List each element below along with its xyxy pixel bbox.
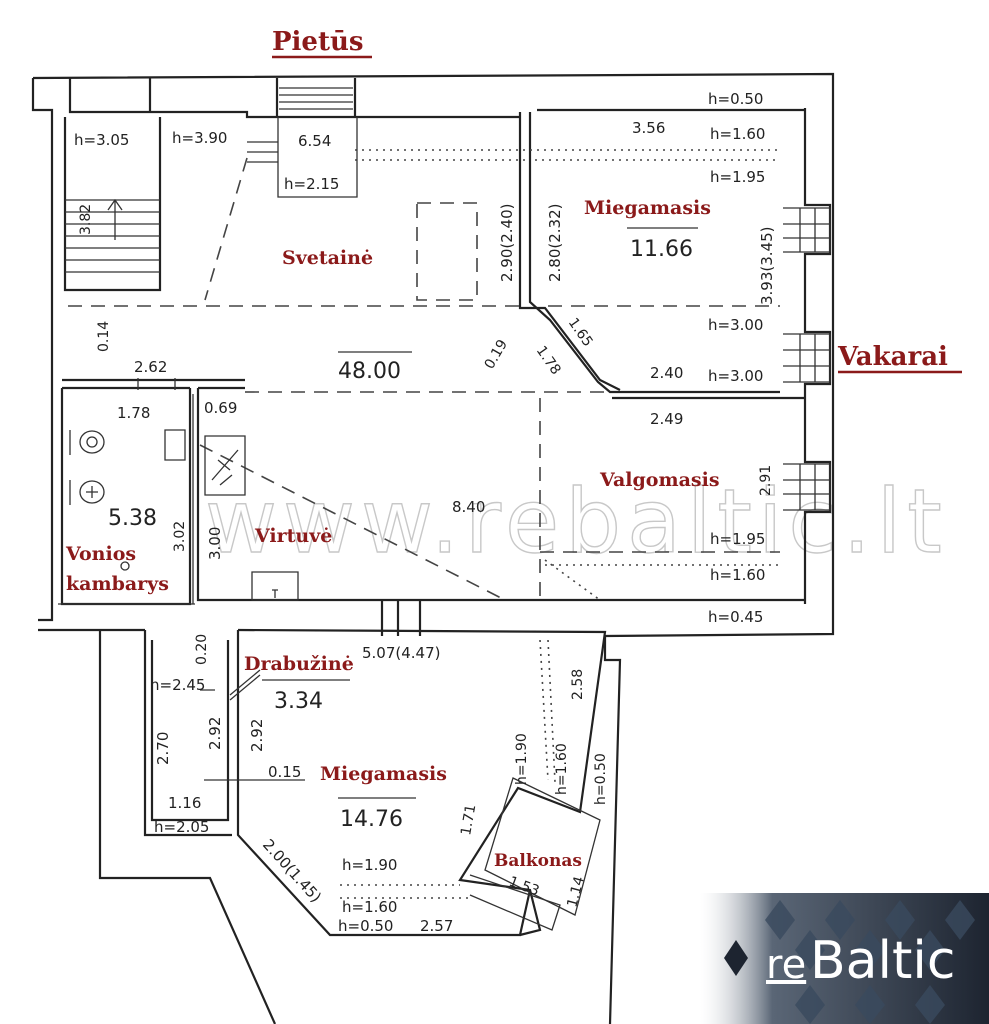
height-label: h=1.95	[710, 530, 765, 548]
bidet-icon	[79, 480, 105, 504]
height-label: h=3.05	[74, 131, 129, 149]
outer-walls	[31, 72, 835, 638]
dimension-label: 2.49	[650, 410, 683, 428]
room-wardrobe-name: Drabužinė	[244, 653, 354, 675]
dimension-label: 1.53	[507, 874, 542, 900]
dimension-label: 2.90(2.40)	[498, 203, 516, 282]
height-label: h=3.00	[708, 367, 763, 385]
room-bedroom2-area: 14.76	[340, 807, 403, 832]
logo-name: Baltic	[810, 931, 955, 991]
room-bedroom2-name: Miegamasis	[320, 763, 447, 785]
dimension-label: 2.92	[248, 719, 266, 752]
dimension-label: 2.00(1.45)	[259, 836, 325, 906]
height-label: h=1.90	[342, 856, 397, 874]
room-bedroom1-area: 11.66	[630, 237, 693, 262]
dimension-label: 0.19	[482, 337, 511, 372]
dimension-label: 6.54	[298, 132, 331, 150]
kitchen-fixtures	[204, 435, 299, 601]
logo-prefix: re	[766, 942, 806, 988]
stove-icon	[204, 435, 246, 496]
dimension-label: 1.14	[564, 875, 588, 909]
sink-icon	[164, 429, 186, 461]
room-balcony-name: Balkonas	[494, 851, 582, 871]
height-label: h=1.60	[554, 743, 570, 795]
dimension-label: 0.14	[96, 321, 112, 352]
height-label: h=1.95	[710, 168, 765, 186]
room-kitchen-dim: 8.40	[452, 498, 485, 516]
dimension-label: 2.57	[420, 917, 453, 935]
zone-lines	[68, 117, 780, 601]
height-label: h=3.00	[708, 316, 763, 334]
dimension-label: 5.07(4.47)	[362, 644, 441, 662]
height-label: h=0.50	[593, 753, 609, 805]
logo: re Baltic	[700, 893, 989, 1024]
direction-west: Vakarai	[837, 342, 948, 372]
room-dining-name: Valgomasis	[599, 469, 720, 491]
dimension-label: 0.69	[204, 399, 237, 417]
room-bedroom1-name: Miegamasis	[584, 197, 711, 219]
dimension-label: 1.71	[458, 803, 479, 836]
dimension-label: 2.70	[154, 732, 172, 765]
height-label: h=1.90	[514, 733, 530, 785]
room-living-name: Svetainė	[282, 247, 373, 269]
dimension-label: 3.82	[78, 204, 94, 235]
dimension-label: 1.16	[168, 794, 201, 812]
dimension-label: 3.56	[632, 119, 665, 137]
room-bathroom-area: 5.38	[108, 506, 157, 531]
dimension-label: 2.58	[570, 669, 586, 700]
direction-south: Pietūs	[272, 27, 364, 57]
room-wardrobe-area: 3.34	[274, 689, 323, 714]
dimension-label: 3.93(3.45)	[758, 226, 776, 305]
dimension-label: 2.80(2.32)	[546, 203, 564, 282]
room-bathroom-name1: Vonios	[65, 543, 136, 565]
height-label: h=2.05	[154, 818, 209, 836]
bathroom-fixtures	[69, 429, 186, 571]
height-label: h=2.45	[150, 676, 205, 694]
height-label: h=2.15	[284, 175, 339, 193]
dimension-label: 0.15	[268, 763, 301, 781]
dimension-label: 2.92	[206, 717, 224, 750]
toilet-icon	[79, 430, 105, 454]
lower-lines	[200, 639, 556, 899]
dimension-label: 2.62	[134, 358, 167, 376]
diamond-icon	[724, 940, 748, 976]
dimension-label: 3.02	[172, 521, 188, 552]
height-label: h=3.90	[172, 129, 227, 147]
dimension-label: 2.40	[650, 364, 683, 382]
dimension-label: 3.00	[206, 527, 224, 560]
interior-walls	[58, 108, 805, 636]
dimension-label: 0.20	[194, 634, 210, 665]
fridge-icon	[251, 571, 299, 601]
height-label: h=1.60	[342, 898, 397, 916]
height-label: h=1.60	[710, 125, 765, 143]
height-label: h=0.50	[708, 90, 763, 108]
lower-walls	[98, 628, 622, 1024]
dimension-label: 2.91	[758, 465, 774, 496]
room-living-area: 48.00	[338, 359, 401, 384]
height-label: h=0.50	[338, 917, 393, 935]
dimension-label: 1.78	[533, 343, 564, 378]
height-label: h=0.45	[708, 608, 763, 626]
dimension-label: 1.78	[117, 404, 150, 422]
room-kitchen-name: Virtuvė	[254, 525, 332, 547]
room-bathroom-name2: kambarys	[66, 573, 169, 595]
height-labels: h=3.05 h=3.90 h=2.15 h=0.50 h=1.60 h=1.9…	[74, 90, 765, 935]
height-label: h=1.60	[710, 566, 765, 584]
watermark-text: www.rebaltic.lt	[205, 470, 948, 573]
